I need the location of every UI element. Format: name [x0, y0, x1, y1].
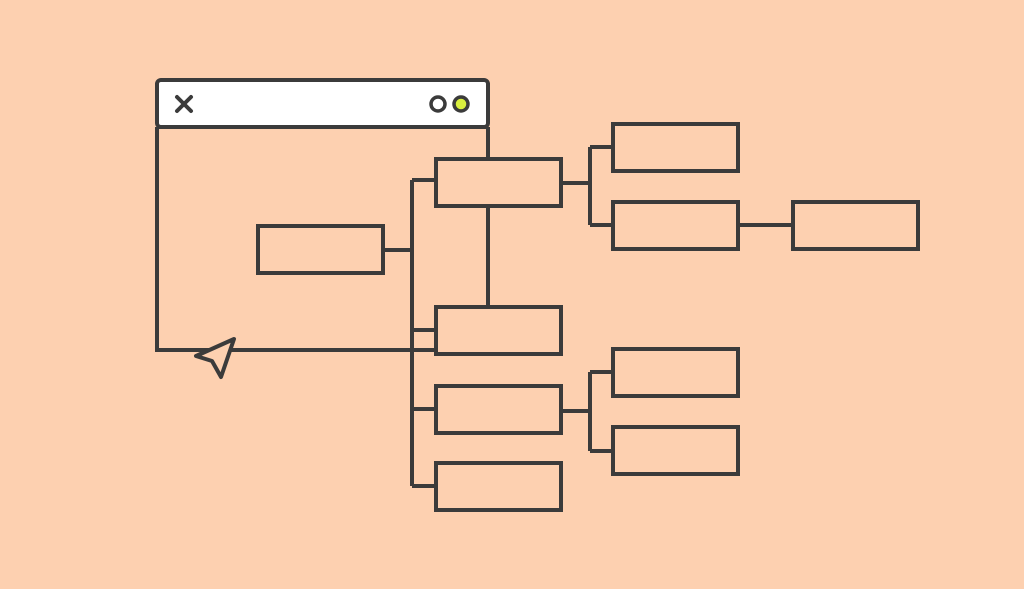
window-dot-1[interactable]: [429, 95, 447, 113]
node-1b1[interactable]: [791, 200, 920, 251]
node-3a[interactable]: [611, 347, 740, 398]
node-1b[interactable]: [611, 200, 740, 251]
window-title-bar: [155, 78, 490, 129]
node-3[interactable]: [434, 384, 563, 435]
window-dot-2[interactable]: [452, 95, 470, 113]
node-2[interactable]: [434, 305, 563, 356]
tree-nodes: [256, 122, 920, 512]
node-4[interactable]: [434, 461, 563, 512]
browser-window: [155, 78, 490, 352]
window-controls-icon[interactable]: [429, 95, 470, 113]
close-icon[interactable]: [175, 95, 193, 113]
node-root[interactable]: [256, 224, 385, 275]
node-1[interactable]: [434, 157, 563, 208]
node-3b[interactable]: [611, 425, 740, 476]
tree-connectors: [383, 145, 793, 488]
cursor-arrow-icon: [194, 337, 236, 379]
window-frame: [155, 127, 490, 352]
node-1a[interactable]: [611, 122, 740, 173]
